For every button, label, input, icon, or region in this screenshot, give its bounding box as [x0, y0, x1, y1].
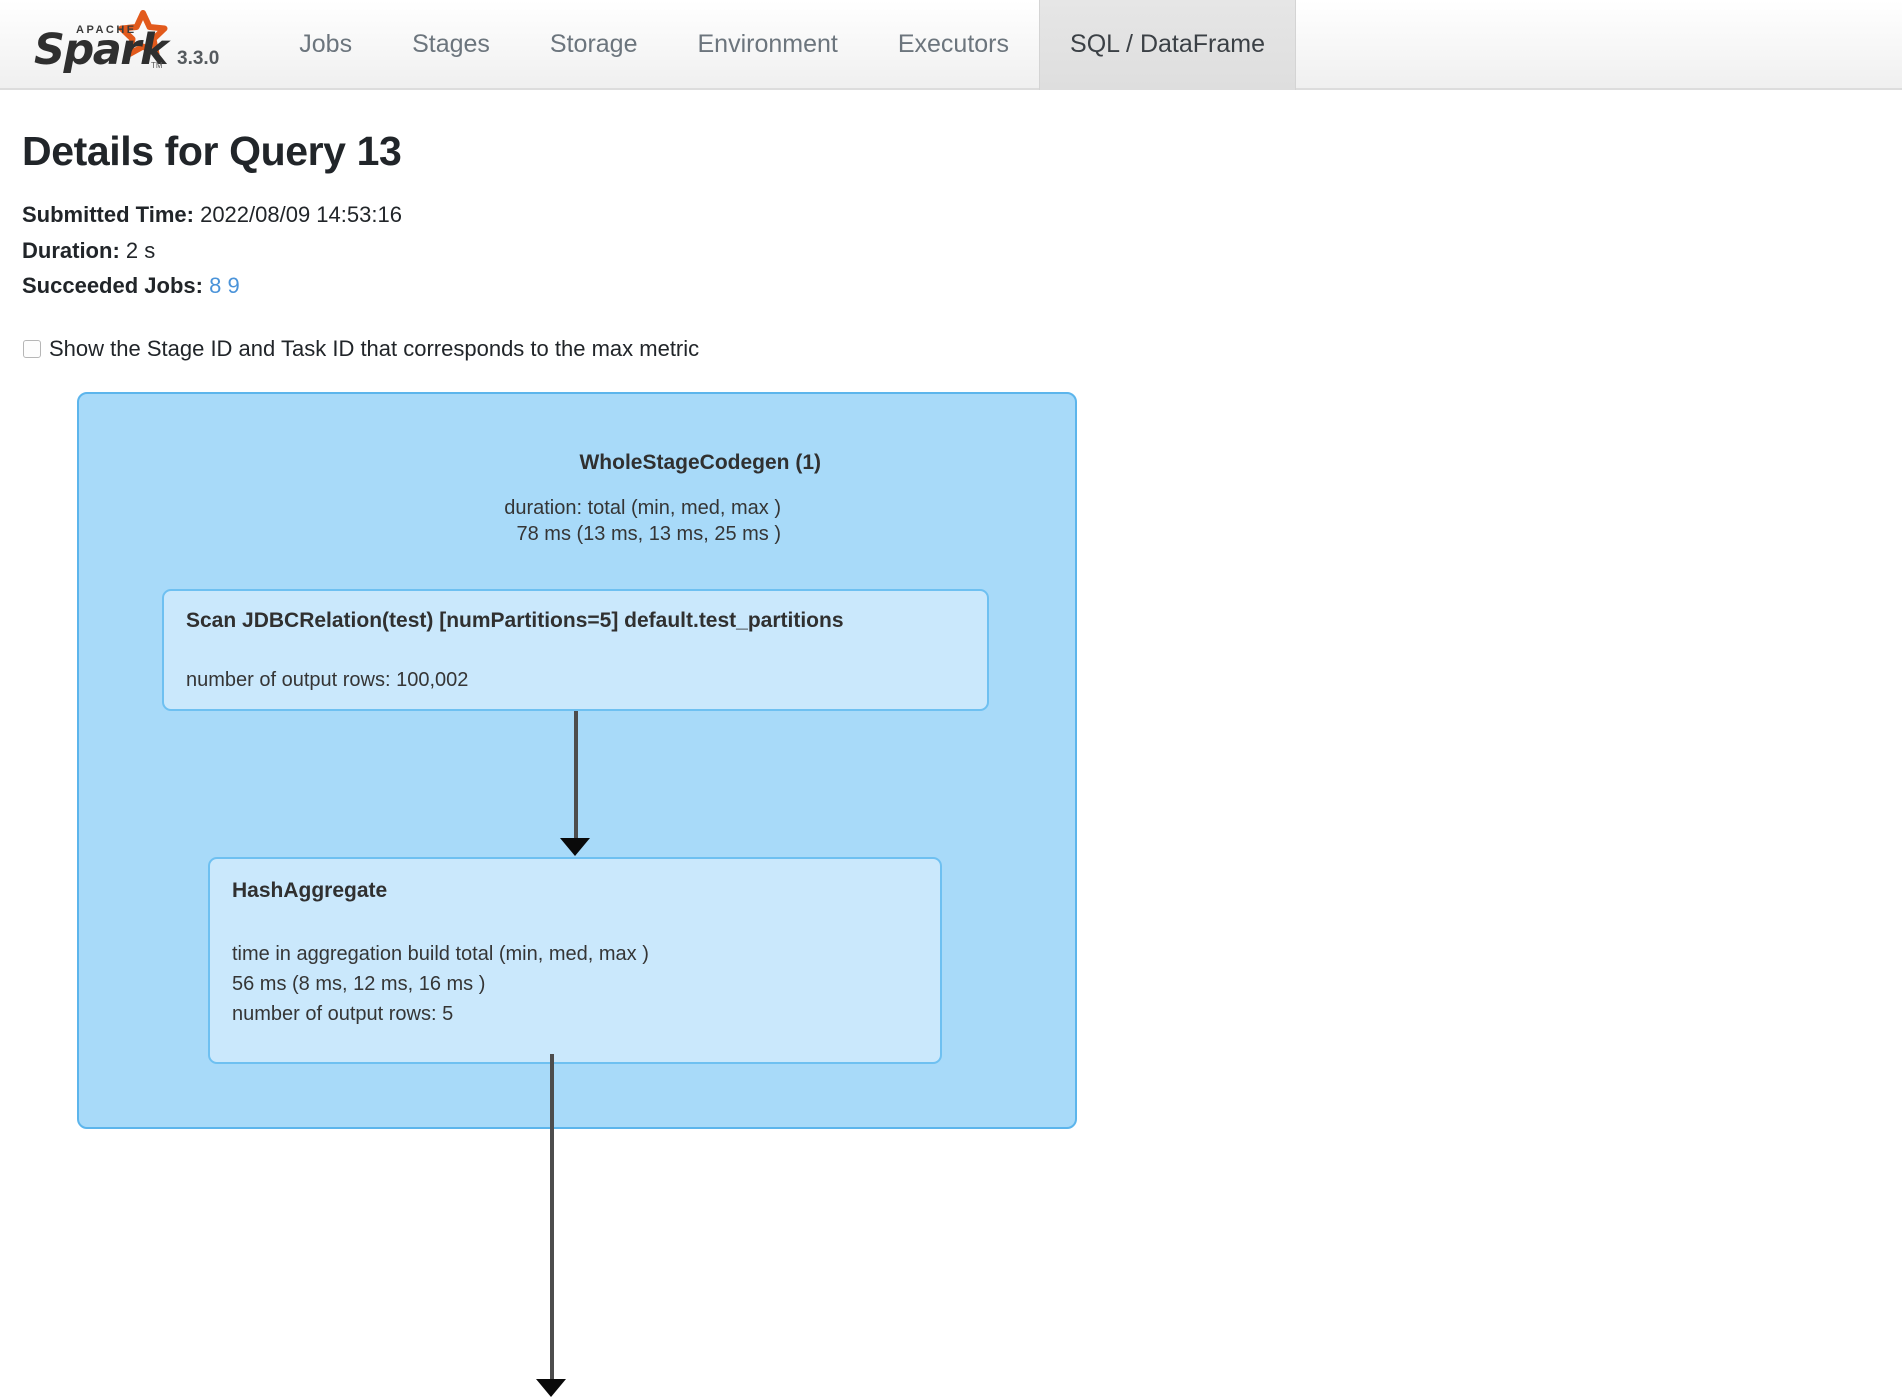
plan-edge-hashaggregate-outgoing — [550, 1053, 554, 1387]
sql-plan-graph: WholeStageCodegen (1) duration: total (m… — [55, 384, 1455, 1397]
spark-logo-trademark: TM — [151, 61, 163, 70]
spark-logo-apache-text: APACHE — [76, 24, 137, 36]
plan-edge-scan-to-hashaggregate — [574, 710, 578, 846]
plan-node-scan-metrics: number of output rows: 100,002 — [186, 668, 469, 691]
plan-edge-outgoing-arrowhead-icon — [536, 1378, 566, 1397]
plan-node-scan-jdbcrelation[interactable]: Scan JDBCRelation(test) [numPartitions=5… — [162, 588, 989, 711]
submitted-time-label: Submitted Time: — [22, 202, 194, 227]
nav-tab-jobs[interactable]: Jobs — [299, 29, 353, 58]
succeeded-job-link-9[interactable]: 9 — [227, 273, 240, 299]
cluster-label-group: WholeStageCodegen (1) duration: total (m… — [47, 451, 1043, 548]
nav-tab-sql-dataframe[interactable]: SQL / DataFrame — [1039, 0, 1296, 90]
nav-tab-stages[interactable]: Stages — [412, 29, 490, 58]
submitted-time-row: Submitted Time: 2022/08/09 14:53:16 — [22, 197, 1902, 233]
submitted-time-value: 2022/08/09 14:53:16 — [200, 202, 402, 227]
succeeded-jobs-row: Succeeded Jobs: 8 9 — [22, 268, 1902, 304]
page-title: Details for Query 13 — [22, 128, 402, 174]
show-stage-task-id-row[interactable]: Show the Stage ID and Task ID that corre… — [23, 336, 1902, 362]
spark-version: 3.3.0 — [177, 48, 220, 69]
spark-logo[interactable]: APACHE Spark TM — [28, 10, 169, 74]
succeeded-job-link-8[interactable]: 8 — [209, 273, 222, 299]
show-stage-task-id-label[interactable]: Show the Stage ID and Task ID that corre… — [49, 335, 700, 361]
spark-brand[interactable]: APACHE Spark TM 3.3.0 — [0, 0, 219, 88]
duration-row: Duration: 2 s — [22, 233, 1902, 269]
nav-tab-storage[interactable]: Storage — [549, 29, 638, 58]
page-content: Details for Query 13 Submitted Time: 202… — [0, 90, 1902, 1397]
plan-node-hashaggregate-metrics: time in aggregation build total (min, me… — [232, 942, 649, 1025]
duration-label: Duration: — [22, 237, 120, 263]
plan-node-hashaggregate-title: HashAggregate — [232, 878, 388, 902]
nav-tab-list: Jobs Stages Storage Environment Executor… — [269, 0, 1296, 90]
plan-edge-arrowhead-icon — [560, 837, 590, 856]
succeeded-jobs-label: Succeeded Jobs: — [22, 273, 203, 299]
top-navbar: APACHE Spark TM 3.3.0 Jobs Stages Storag… — [0, 0, 1902, 90]
spark-star-icon — [118, 10, 168, 57]
cluster-title: WholeStageCodegen (1) — [579, 450, 821, 474]
show-stage-task-id-checkbox[interactable] — [23, 339, 41, 358]
nav-tab-executors[interactable]: Executors — [897, 29, 1010, 58]
plan-node-hashaggregate[interactable]: HashAggregate time in aggregation build … — [208, 856, 942, 1064]
duration-value: 2 s — [125, 237, 156, 263]
plan-cluster-wholestagecodegen[interactable]: WholeStageCodegen (1) duration: total (m… — [77, 391, 1077, 1129]
spark-logo-wordmark: Spark — [34, 25, 169, 75]
plan-node-scan-title: Scan JDBCRelation(test) [numPartitions=5… — [186, 608, 844, 632]
nav-tab-environment[interactable]: Environment — [697, 29, 838, 58]
cluster-metrics: duration: total (min, med, max ) 78 ms (… — [504, 496, 781, 546]
